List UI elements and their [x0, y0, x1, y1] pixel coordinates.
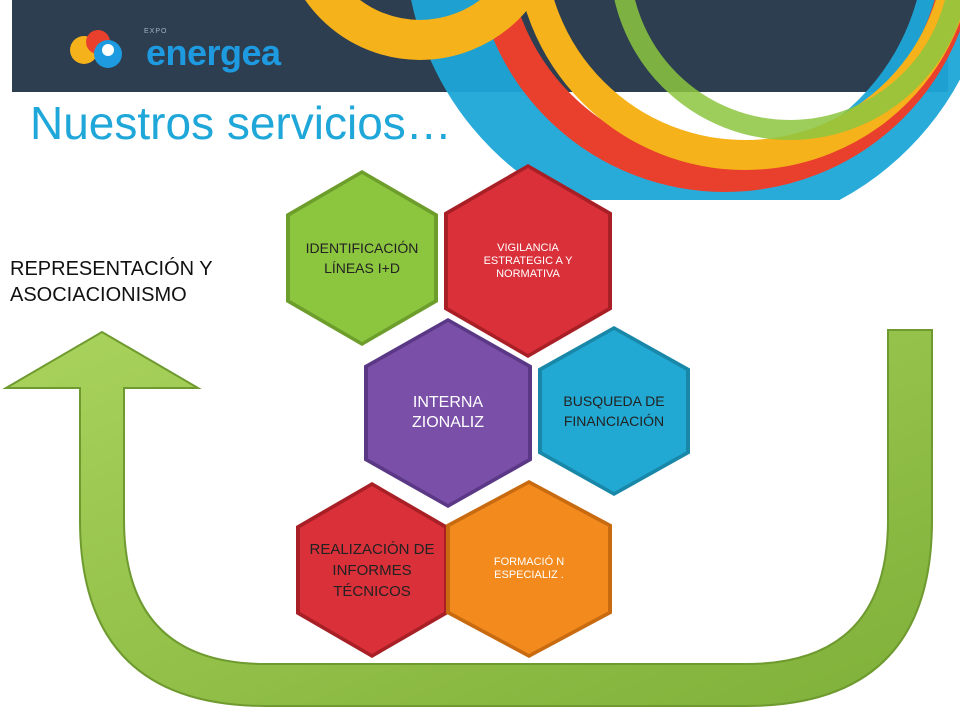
hex-busqueda-label: BUSQUEDA DE FINANCIACIÓN [563, 393, 665, 429]
hex-identificacion-label: IDENTIFICACIÓN LÍNEAS I+D [305, 240, 419, 276]
logo-mark-icon [70, 30, 122, 68]
logo-expo-text: EXPO [144, 28, 168, 35]
hex-formacion-label: FORMACIÓ N ESPECIALIZ . [493, 556, 565, 581]
hex-internacionalizacion[interactable]: INTERNA ZIONALIZ [368, 322, 528, 504]
energea-logo: EXPO energea [64, 20, 304, 80]
side-label: REPRESENTACIÓN Y ASOCIACIONISMO [10, 258, 213, 306]
logo-wordmark: energea [146, 32, 281, 73]
hex-busqueda[interactable]: BUSQUEDA DE FINANCIACIÓN [542, 330, 686, 492]
hex-identificacion[interactable]: IDENTIFICACIÓN LÍNEAS I+D [290, 174, 434, 342]
page-title: Nuestros servicios… [30, 97, 452, 149]
hex-internacionalizacion-label: INTERNA ZIONALIZ [411, 394, 484, 431]
hex-realizacion[interactable]: REALIZACIÓN DE INFORMES TÉCNICOS [300, 486, 444, 654]
hex-vigilancia-label: VIGILANCIA ESTRATEGIC A Y NORMATIVA [483, 241, 573, 280]
hex-realizacion-label: REALIZACIÓN DE INFORMES TÉCNICOS [309, 540, 435, 600]
